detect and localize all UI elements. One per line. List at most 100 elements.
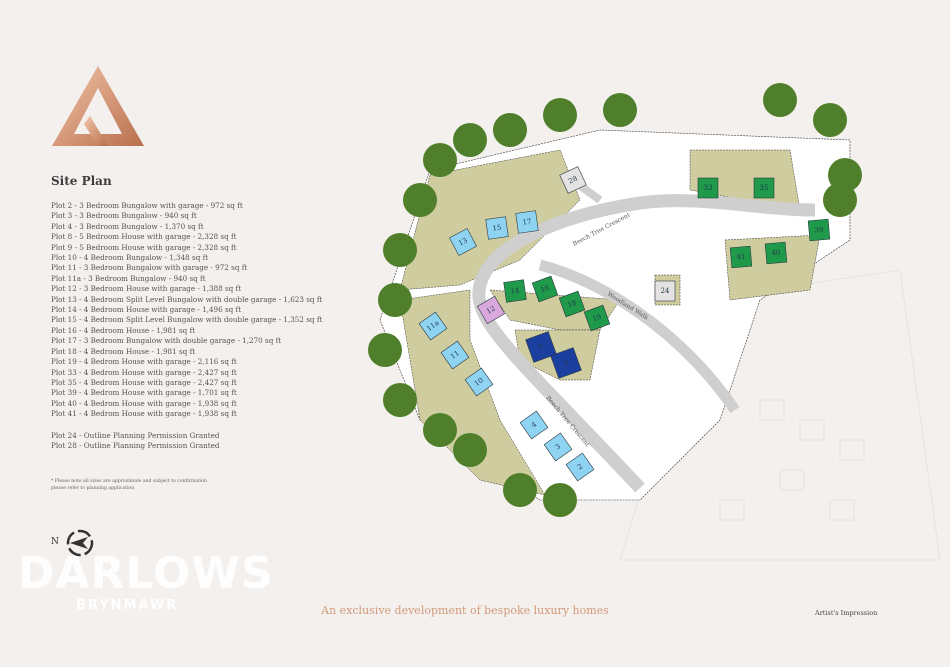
- plot-15[interactable]: 15: [485, 216, 509, 240]
- plot-11a[interactable]: 11a: [418, 311, 448, 341]
- tree: [603, 93, 637, 127]
- tree: [493, 113, 527, 147]
- size-note: * Please note all sizes are approximate …: [51, 478, 207, 492]
- plot-building: [654, 280, 676, 302]
- plot-list-item: Plot 9 - 5 Bedroom House with garage - 2…: [51, 242, 237, 252]
- plot-39[interactable]: 39: [807, 218, 831, 242]
- plot-list-item: Plot 16 - 4 Bedroom House - 1,981 sq ft: [51, 325, 196, 335]
- plot-17[interactable]: 17: [515, 210, 539, 234]
- artist-impression-note: Artist's Impression: [815, 609, 878, 617]
- plot-40[interactable]: 40: [764, 241, 788, 265]
- plot-list-item: Plot 33 - 4 Bedrom House with garage - 2…: [51, 367, 237, 377]
- page-title: Site Plan: [51, 174, 112, 188]
- tree: [383, 233, 417, 267]
- plot-list-item: Plot 39 - 4 Bedrom House with garage - 1…: [51, 388, 237, 398]
- plot-4[interactable]: 4: [519, 410, 549, 440]
- plot-building: [807, 218, 831, 242]
- road-woodland-walk: [538, 259, 740, 414]
- plot-3[interactable]: 3: [543, 432, 573, 462]
- plot-9[interactable]: 9: [525, 331, 557, 363]
- plot-number: 16: [539, 284, 551, 295]
- plot-number: 12: [485, 304, 497, 315]
- tree: [423, 413, 457, 447]
- plot-10[interactable]: 10: [464, 367, 494, 397]
- plot-list-item: Plot 2 - 3 Bedroom Bungalow with garage …: [51, 201, 243, 210]
- plot-list-item: Plot 11 - 3 Bedroom Bungalow with garage…: [51, 263, 248, 273]
- plot-list-item: Plot 4 - 3 Bedroom Bungalow - 1,370 sq f…: [51, 221, 204, 231]
- plot-35[interactable]: 35: [753, 177, 775, 199]
- plot-number: 28: [567, 174, 578, 185]
- north-label: N: [51, 537, 59, 547]
- plot-building: [449, 228, 477, 256]
- tree: [823, 183, 857, 217]
- plot-building: [525, 331, 557, 363]
- tree: [378, 283, 412, 317]
- tree: [543, 483, 577, 517]
- brand-location: BRYNMAWR: [76, 598, 179, 613]
- plot-8[interactable]: 8: [550, 347, 582, 379]
- plot-list-item: Plot 18 - 4 Bedroom House - 1,981 sq ft: [51, 346, 196, 356]
- note-line: please refer to planning application: [51, 486, 135, 492]
- plot-28[interactable]: 28: [559, 166, 587, 194]
- plot-building: [559, 166, 587, 194]
- plot-number: 40: [771, 249, 781, 258]
- tree: [403, 183, 437, 217]
- plot-19[interactable]: 19: [583, 304, 611, 332]
- plot-building: [764, 241, 788, 265]
- plot-building: [583, 304, 611, 332]
- tree: [423, 143, 457, 177]
- plot-2[interactable]: 2: [565, 452, 595, 482]
- plot-33[interactable]: 33: [697, 177, 719, 199]
- trees: [368, 83, 862, 517]
- tree: [813, 103, 847, 137]
- plot-number: 14: [510, 286, 520, 295]
- plot-14[interactable]: 14: [503, 279, 527, 303]
- plot-list-item: Plot 12 - 3 Bedroom House with garage - …: [51, 284, 242, 294]
- plot-list-item: Plot 17 - 3 Bedroom Bungalow with double…: [51, 336, 282, 346]
- tagline: An exclusive development of bespoke luxu…: [321, 604, 609, 617]
- plot-building: [418, 311, 448, 341]
- plot-number: 8: [563, 358, 570, 367]
- plot-41[interactable]: 41: [729, 245, 753, 269]
- plot-building: [543, 432, 573, 462]
- plot-number: 19: [591, 313, 602, 324]
- plot-16[interactable]: 16: [531, 275, 559, 303]
- planning-item: Plot 28 - Outline Planning Permission Gr…: [51, 441, 220, 451]
- plot-list-item: Plot 13 - 4 Bedroom Split Level Bungalow…: [51, 294, 323, 304]
- plot-list-item: Plot 10 - 4 Bedroom Bungalow - 1,348 sq …: [51, 253, 209, 263]
- plot-number: 41: [736, 253, 746, 262]
- note-line: * Please note all sizes are approximate …: [51, 479, 207, 484]
- plot-number: 10: [473, 376, 485, 388]
- plot-list: Plot 2 - 3 Bedroom Bungalow with garage …: [51, 201, 322, 420]
- plot-number: 18: [566, 299, 577, 310]
- plot-number: 24: [661, 287, 670, 295]
- plot-list-item: Plot 19 - 4 Bedrom House with garage - 2…: [51, 357, 237, 367]
- plot-list-item: Plot 35 - 4 Bedrom House with garage - 2…: [51, 377, 237, 387]
- plot-building: [565, 452, 595, 482]
- plot-building: [558, 290, 586, 318]
- plot-18[interactable]: 18: [558, 290, 586, 318]
- development-logo: [52, 66, 144, 146]
- plot-number: 3: [554, 442, 562, 451]
- plot-24[interactable]: 24: [654, 280, 676, 302]
- plot-building: [485, 216, 509, 240]
- plot-list-item: Plot 3 - 3 Bedroom Bungalow - 940 sq ft: [51, 211, 197, 221]
- plot-number: 11: [449, 349, 461, 361]
- tree: [383, 383, 417, 417]
- plot-number: 17: [522, 217, 532, 226]
- plot-11[interactable]: 11: [440, 340, 470, 370]
- road-beech-tree-crescent: [472, 194, 816, 493]
- plot-12[interactable]: 12: [476, 295, 506, 325]
- plot-list-item: Plot 40 - 4 Bedrom House with garage - 1…: [51, 398, 237, 408]
- tree: [543, 98, 577, 132]
- plot-number: 2: [576, 462, 584, 471]
- plot-list-item: Plot 14 - 4 Bedroom House with garage - …: [51, 305, 242, 315]
- plot-building: [476, 295, 506, 325]
- plot-list-item: Plot 15 - 4 Bedroom Split Level Bungalow…: [51, 315, 323, 325]
- plot-building: [729, 245, 753, 269]
- plot-13[interactable]: 13: [449, 228, 477, 256]
- tree: [368, 333, 402, 367]
- plot-building: [503, 279, 527, 303]
- plot-building: [753, 177, 775, 199]
